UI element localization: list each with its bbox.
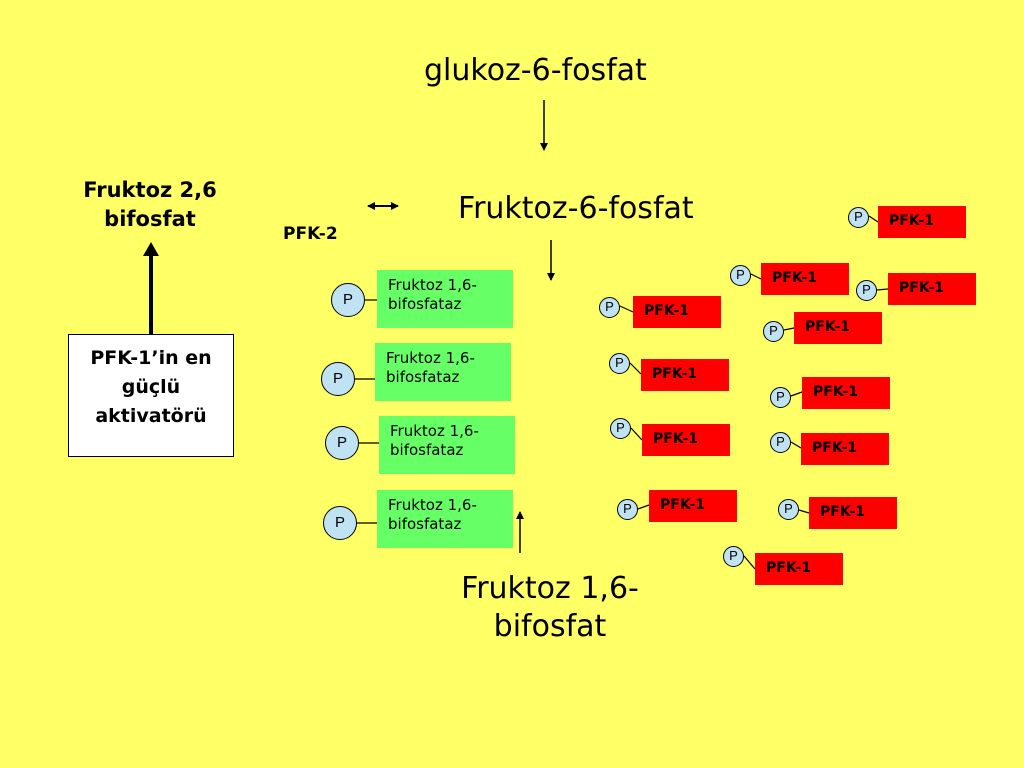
fruktoz-2-6-bifosfat-label: Fruktoz 2,6 bifosfat bbox=[52, 176, 248, 234]
pfk1-box-2: PFK-1 bbox=[761, 263, 849, 295]
activator-note-line3: aktivatörü bbox=[95, 405, 207, 427]
fbpase-label-line1: Fruktoz 1,6- bbox=[390, 422, 479, 440]
fbpase-label-line2: bifosfataz bbox=[388, 515, 462, 533]
phosphate-pfk1-7: P bbox=[770, 387, 791, 408]
phosphate-pfk1-1: P bbox=[848, 207, 869, 228]
regulator-line1: Fruktoz 2,6 bbox=[83, 178, 217, 202]
pfk1-box-11: PFK-1 bbox=[809, 497, 897, 529]
fbpase-label-line2: bifosfataz bbox=[388, 295, 462, 313]
phosphate-pfk1-11: P bbox=[778, 499, 799, 520]
pfk1-box-5: PFK-1 bbox=[794, 312, 882, 344]
fruktoz-bifosfat-line1: Fruktoz 1,6- bbox=[461, 571, 639, 606]
fbpase-label-line2: bifosfataz bbox=[390, 441, 464, 459]
phosphate-fbpase-1: P bbox=[331, 283, 365, 317]
phosphate-pfk1-6: P bbox=[609, 353, 630, 374]
phosphate-fbpase-3: P bbox=[325, 426, 359, 460]
fruktoz-bifosfat-label: Fruktoz 1,6- bifosfat bbox=[450, 570, 650, 646]
fbpase-box-3: Fruktoz 1,6- bifosfataz bbox=[379, 416, 515, 474]
pfk1-box-12: PFK-1 bbox=[755, 553, 843, 585]
glukoz-6-fosfat-label: glukoz-6-fosfat bbox=[424, 53, 647, 88]
phosphate-pfk1-4: P bbox=[856, 280, 877, 301]
arrow-activator-head bbox=[143, 242, 159, 256]
phosphate-pfk1-2: P bbox=[730, 265, 751, 286]
phosphate-pfk1-12: P bbox=[723, 546, 744, 567]
fbpase-box-4: Fruktoz 1,6- bifosfataz bbox=[377, 490, 513, 548]
fruktoz-bifosfat-line2: bifosfat bbox=[493, 609, 607, 644]
phosphate-pfk1-8: P bbox=[610, 418, 631, 439]
activator-note-box: PFK-1’in en güçlü aktivatörü bbox=[68, 334, 234, 457]
activator-note-line1: PFK-1’in en bbox=[90, 347, 212, 369]
pfk1-box-9: PFK-1 bbox=[801, 433, 889, 465]
regulator-line2: bifosfat bbox=[104, 207, 196, 231]
activator-note-line2: güçlü bbox=[121, 376, 181, 398]
phosphate-fbpase-2: P bbox=[321, 362, 355, 396]
pfk1-box-6: PFK-1 bbox=[641, 359, 729, 391]
phosphate-pfk1-3: P bbox=[599, 297, 620, 318]
fbpase-label-line1: Fruktoz 1,6- bbox=[386, 349, 475, 367]
fbpase-label-line2: bifosfataz bbox=[386, 368, 460, 386]
fruktoz-6-fosfat-label: Fruktoz-6-fosfat bbox=[458, 191, 694, 226]
pfk1-box-3: PFK-1 bbox=[633, 296, 721, 328]
pfk1-box-7: PFK-1 bbox=[802, 377, 890, 409]
phosphate-fbpase-4: P bbox=[323, 506, 357, 540]
fbpase-label-line1: Fruktoz 1,6- bbox=[388, 496, 477, 514]
pfk2-label: PFK-2 bbox=[283, 224, 338, 244]
pfk1-box-4: PFK-1 bbox=[888, 273, 976, 305]
pfk1-box-1: PFK-1 bbox=[878, 206, 966, 238]
phosphate-pfk1-9: P bbox=[770, 432, 791, 453]
fbpase-label-line1: Fruktoz 1,6- bbox=[388, 276, 477, 294]
phosphate-pfk1-10: P bbox=[617, 499, 638, 520]
fbpase-box-2: Fruktoz 1,6- bifosfataz bbox=[375, 343, 511, 401]
pfk1-box-10: PFK-1 bbox=[649, 490, 737, 522]
fbpase-box-1: Fruktoz 1,6- bifosfataz bbox=[377, 270, 513, 328]
phosphate-pfk1-5: P bbox=[763, 321, 784, 342]
pfk1-box-8: PFK-1 bbox=[642, 424, 730, 456]
